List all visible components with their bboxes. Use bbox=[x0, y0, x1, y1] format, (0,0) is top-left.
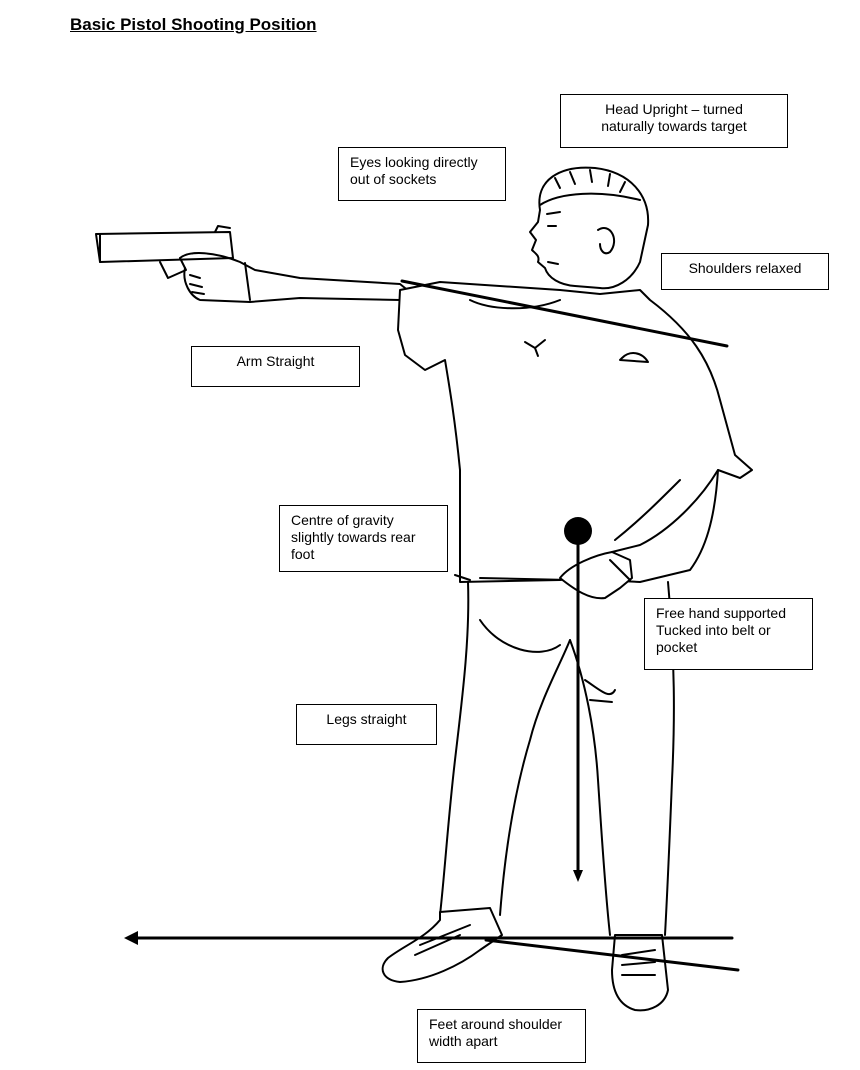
callout-eyes: Eyes looking directly out of sockets bbox=[338, 147, 506, 201]
callout-feet: Feet around shoulder width apart bbox=[417, 1009, 586, 1063]
pistol-drawing bbox=[95, 225, 234, 279]
legs-drawing bbox=[439, 581, 675, 936]
callout-arm-straight: Arm Straight bbox=[191, 346, 360, 387]
callout-head-upright: Head Upright – turned naturally towards … bbox=[560, 94, 788, 148]
callout-text: Free hand supported bbox=[656, 605, 786, 621]
callout-free-hand: Free hand supported Tucked into belt or … bbox=[644, 598, 813, 670]
callout-text: Legs straight bbox=[326, 711, 407, 727]
callout-text: pocket bbox=[656, 639, 698, 655]
callout-text: naturally towards target bbox=[601, 118, 747, 134]
callout-text: Tucked into belt or bbox=[656, 622, 771, 638]
shoulder-line bbox=[400, 279, 729, 348]
page-title: Basic Pistol Shooting Position bbox=[70, 15, 317, 34]
callout-centre-of-gravity: Centre of gravity slightly towards rear … bbox=[279, 505, 448, 572]
head-drawing bbox=[529, 166, 650, 290]
callout-text: foot bbox=[291, 546, 315, 562]
callout-text: slightly towards rear bbox=[291, 529, 416, 545]
callout-shoulders: Shoulders relaxed bbox=[661, 253, 829, 290]
centre-of-gravity-marker bbox=[564, 517, 592, 545]
callout-text: Feet around shoulder bbox=[429, 1016, 563, 1032]
centre-of-gravity-arrowhead bbox=[573, 870, 583, 882]
callout-text: width apart bbox=[429, 1033, 498, 1049]
callout-text: Centre of gravity bbox=[291, 512, 394, 528]
shoes-drawing bbox=[381, 907, 669, 1012]
feet-alignment-line bbox=[484, 938, 740, 972]
direction-arrowhead bbox=[124, 931, 138, 945]
callout-text: Head Upright – turned bbox=[605, 101, 743, 117]
callout-text: Arm Straight bbox=[236, 353, 315, 369]
callout-text: Eyes looking directly bbox=[350, 154, 478, 170]
callout-legs-straight: Legs straight bbox=[296, 704, 437, 745]
reference-lines bbox=[134, 279, 740, 972]
shooting-arm-drawing bbox=[179, 252, 421, 303]
callout-text: Shoulders relaxed bbox=[688, 260, 802, 276]
callout-text: out of sockets bbox=[350, 171, 437, 187]
